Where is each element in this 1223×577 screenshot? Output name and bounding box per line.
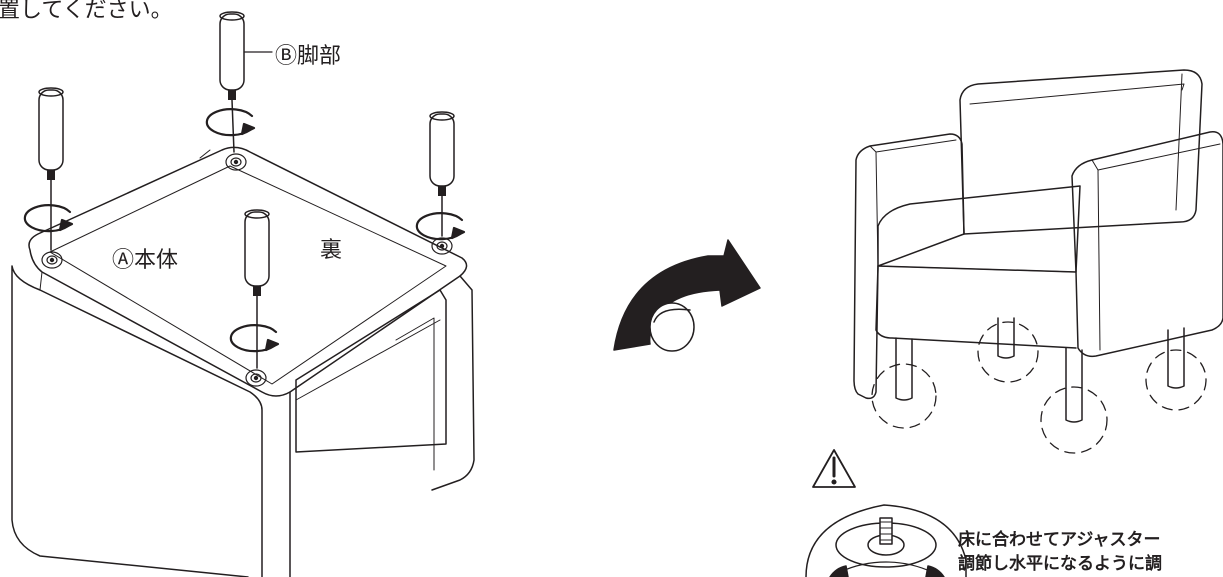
body-underside-face bbox=[29, 147, 467, 396]
body-unit-upside-down bbox=[12, 147, 474, 577]
assembled-chair bbox=[854, 70, 1223, 453]
leg-3 bbox=[430, 112, 454, 236]
adjuster-note-line-2: 調節し水平になるように調 bbox=[958, 552, 1162, 576]
adjuster-note-line-1: 床に合わせてアジャスター bbox=[958, 528, 1162, 552]
back-side-label: 裏 bbox=[320, 232, 342, 264]
chair-legs bbox=[896, 318, 1184, 422]
warning-triangle-icon bbox=[813, 450, 855, 487]
adjuster-highlight-circles bbox=[872, 322, 1206, 453]
leg-4 bbox=[245, 210, 269, 368]
leg-label: Ⓑ脚部 bbox=[275, 38, 341, 70]
leg-1 bbox=[39, 88, 63, 250]
leg-2 bbox=[220, 12, 244, 152]
leg-parts bbox=[39, 12, 454, 368]
instruction-text-fragment: 置してください。 bbox=[0, 0, 173, 24]
adjuster-note: 床に合わせてアジャスター 調節し水平になるように調 bbox=[958, 528, 1162, 576]
body-front-face bbox=[12, 266, 262, 577]
body-label: Ⓐ本体 bbox=[112, 242, 178, 274]
adjuster-detail-view bbox=[806, 505, 966, 577]
flip-over-arrow-icon bbox=[614, 240, 760, 351]
